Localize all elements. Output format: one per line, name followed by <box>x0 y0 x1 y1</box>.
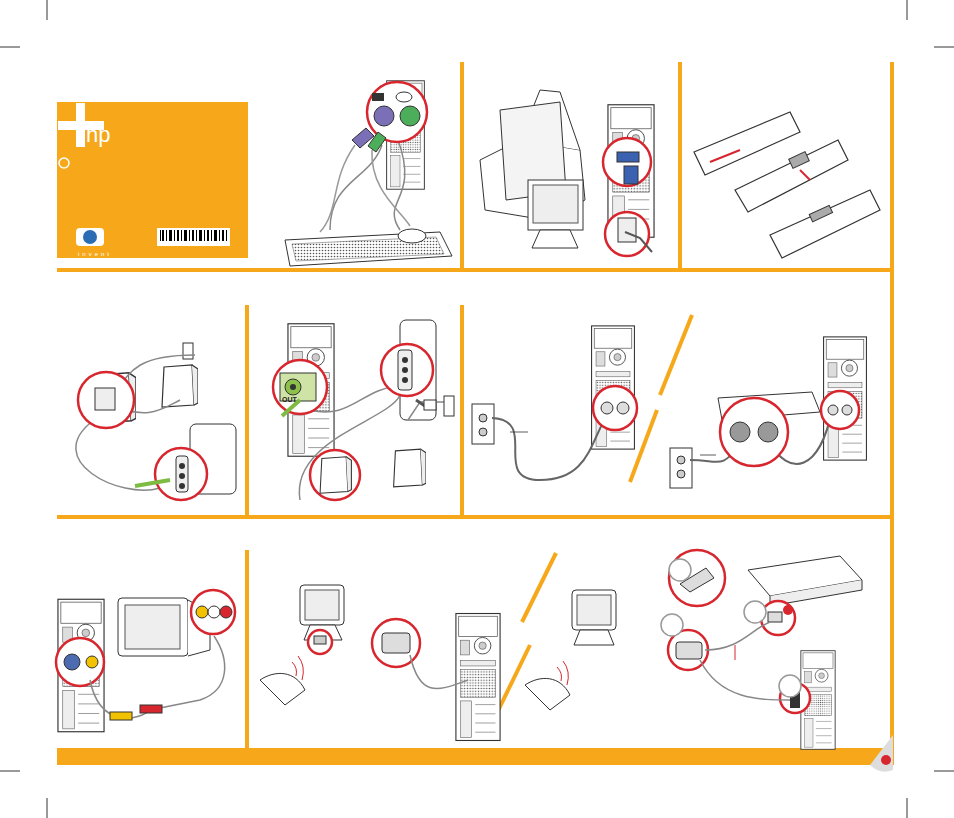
port-label: OUT <box>282 396 297 403</box>
brand-tagline: invent <box>78 251 112 257</box>
brand-logo-text: hp <box>86 124 110 146</box>
